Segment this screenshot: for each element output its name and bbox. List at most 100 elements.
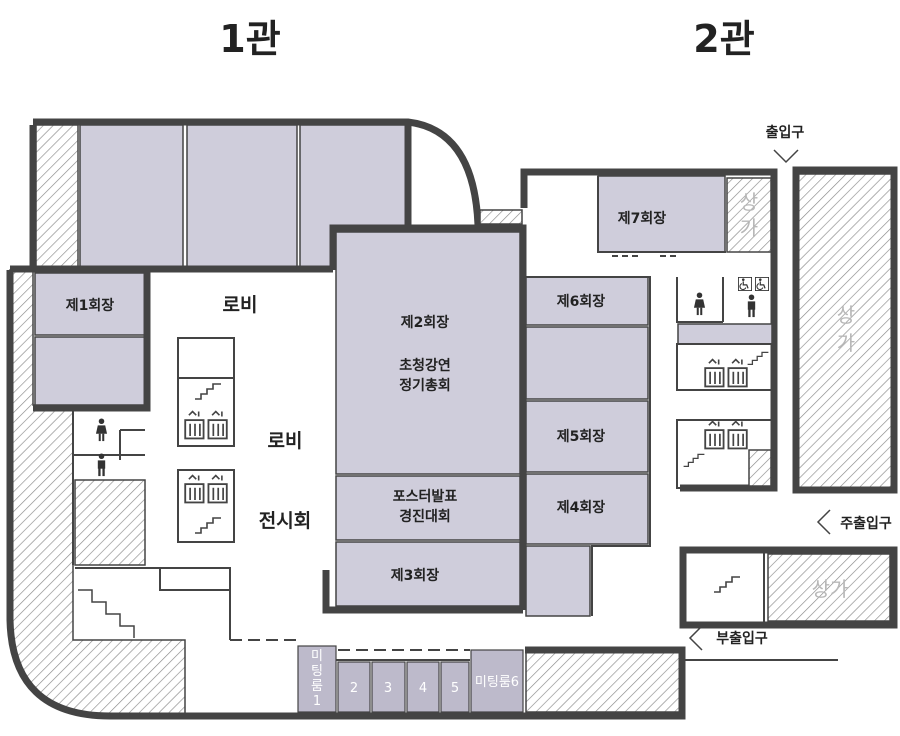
male-restroom-icon xyxy=(97,453,106,477)
room-2[interactable] xyxy=(335,231,521,475)
utility-room xyxy=(677,323,773,345)
hall1-header: 1관 xyxy=(219,17,280,61)
mr6-label: 미팅룸6 xyxy=(475,675,519,690)
hall2-header: 2관 xyxy=(693,17,754,61)
chevron-left-icon[interactable] xyxy=(816,509,831,535)
chevron-down-icon[interactable] xyxy=(773,149,799,164)
room-3-label: 제3회장 xyxy=(391,567,440,584)
room-4-label: 제4회장 xyxy=(557,499,606,516)
room-4[interactable] xyxy=(525,473,649,545)
central-wall xyxy=(329,224,527,610)
room-1-label: 제1회장 xyxy=(66,297,115,314)
shop-bottom[interactable] xyxy=(767,553,891,622)
lobby-label-mid: 로비 xyxy=(268,430,303,452)
accessible-restroom-icon xyxy=(738,277,752,291)
stairs-icon xyxy=(746,351,770,366)
female-restroom-icon xyxy=(95,418,108,442)
shop-top-char1: 상 xyxy=(740,190,758,214)
shop-top-char2: 가 xyxy=(740,216,758,240)
elevator-icon xyxy=(184,410,228,440)
mr4-label: 4 xyxy=(419,681,427,696)
room-7[interactable] xyxy=(597,175,726,253)
stairs-icon xyxy=(194,383,222,400)
restroom-walls xyxy=(72,408,145,565)
meeting-room-2[interactable] xyxy=(337,661,371,713)
meeting-room-6[interactable] xyxy=(470,649,524,713)
room-1[interactable] xyxy=(34,272,146,336)
exit-top-label: 출입구 xyxy=(766,124,805,141)
service-area-top-left xyxy=(35,124,79,269)
poster-label-line1: 포스터발표 xyxy=(393,488,458,505)
outer-wall-left xyxy=(6,270,525,720)
hatched-storage xyxy=(74,479,146,566)
room-5-label: 제5회장 xyxy=(557,428,606,445)
connector-hatch xyxy=(479,209,523,225)
room-3-wall xyxy=(322,570,523,614)
male-restroom-icon xyxy=(747,294,756,318)
elevator-icon xyxy=(704,358,748,388)
chevron-left-icon[interactable] xyxy=(688,625,703,651)
room-2-label: 제2회장 xyxy=(401,314,450,331)
female-restroom-icon xyxy=(693,292,706,316)
room-4-annex xyxy=(525,545,591,617)
outer-wall-top xyxy=(29,118,482,268)
mr5-label: 5 xyxy=(451,681,459,696)
stairs-icon xyxy=(713,576,741,593)
shop-right-char1: 상 xyxy=(837,303,855,327)
poster-label-line2: 경진대회 xyxy=(399,508,451,525)
exhibition-label: 전시회 xyxy=(259,510,311,532)
room-7-wall xyxy=(597,176,726,253)
shop-right-char2: 가 xyxy=(837,331,855,355)
room-2-event-line1: 초청강연 xyxy=(399,357,451,374)
room-2-event-line2: 정기총회 xyxy=(399,377,451,394)
room-7-label: 제7회장 xyxy=(618,210,667,227)
shop-top[interactable] xyxy=(726,177,772,253)
elevator-core-1 xyxy=(177,337,235,447)
elevator-icon xyxy=(184,474,228,504)
mr1-line2: 팅 xyxy=(311,664,323,679)
restroom-walls-2 xyxy=(676,277,724,323)
corridor-line xyxy=(230,639,470,651)
rooms-wall xyxy=(523,276,651,616)
stair-wall xyxy=(159,568,230,591)
meeting-room-3[interactable] xyxy=(371,661,406,713)
top-room-1 xyxy=(79,124,184,269)
shop-right-wall xyxy=(792,166,898,494)
hatch-small xyxy=(748,449,772,487)
bottom-right-wall xyxy=(679,546,898,629)
meeting-room-5[interactable] xyxy=(440,661,470,713)
stairs-icon xyxy=(194,517,222,534)
room-6-label: 제6회장 xyxy=(557,293,606,310)
room-1-annex xyxy=(34,336,146,406)
bottom-wall-2 xyxy=(525,646,686,720)
room-1-wall xyxy=(33,270,151,412)
mr1-line4: 1 xyxy=(313,694,321,709)
side-entrance-label: 부출입구 xyxy=(716,630,768,647)
room-5[interactable] xyxy=(525,400,649,473)
stairs-icon xyxy=(78,589,135,638)
shop-right[interactable] xyxy=(795,173,895,489)
mr1-line1: 미 xyxy=(311,649,323,664)
shop-bottom-label: 상가 xyxy=(812,577,849,601)
meeting-room-1[interactable] xyxy=(297,645,337,713)
room-6[interactable] xyxy=(525,276,649,326)
room-3[interactable] xyxy=(335,541,521,607)
stairs-icon xyxy=(682,453,706,468)
main-entrance-label: 주출입구 xyxy=(840,515,892,532)
elevator-core-2 xyxy=(177,469,235,543)
lobby-label-top: 로비 xyxy=(223,294,258,316)
top-room-2 xyxy=(186,124,298,269)
poster-room[interactable] xyxy=(335,475,521,541)
elevator-core-3 xyxy=(676,343,774,391)
mr3-label: 3 xyxy=(384,681,392,696)
mr2-label: 2 xyxy=(350,681,358,696)
accessible-restroom-icon xyxy=(755,277,769,291)
meeting-room-4[interactable] xyxy=(406,661,440,713)
elevator-icon xyxy=(704,420,748,450)
elevator-core-4 xyxy=(676,419,774,489)
stair-walls xyxy=(75,567,231,640)
mr1-line3: 룸 xyxy=(311,679,323,694)
room-6-annex xyxy=(525,326,649,400)
hatched-bottom xyxy=(525,649,682,713)
